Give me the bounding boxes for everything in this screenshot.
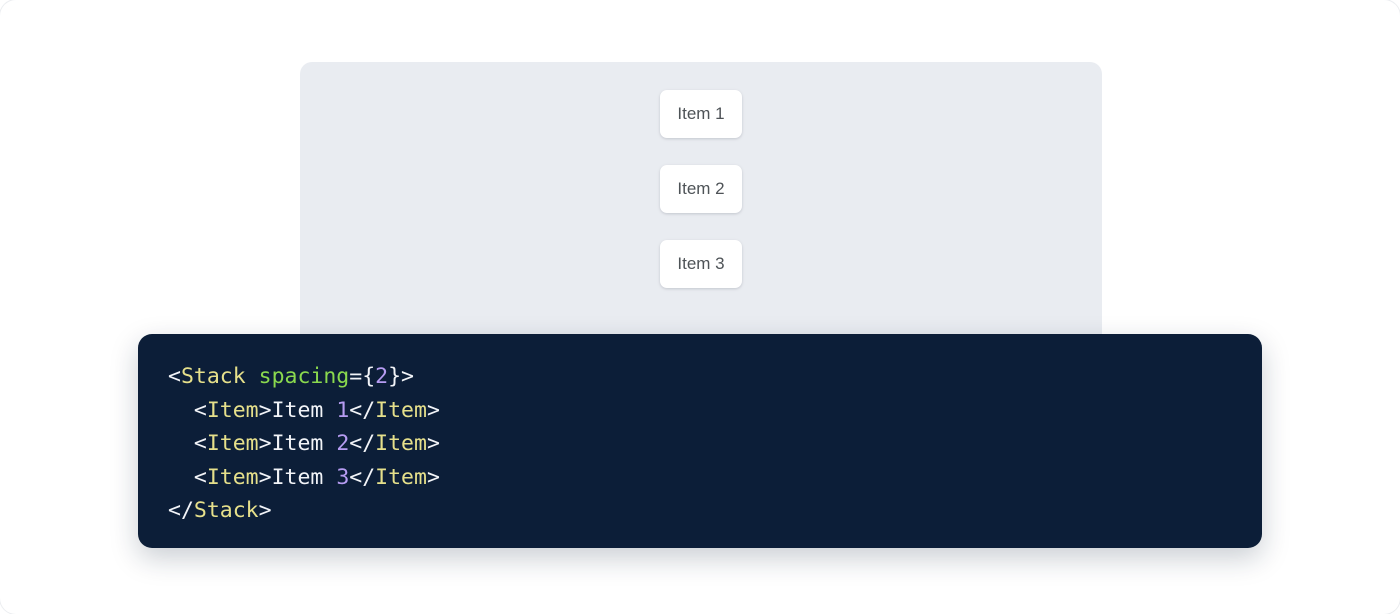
- stack-item-label: Item 2: [677, 179, 725, 198]
- code-token-num: 1: [336, 397, 350, 423]
- code-token-num: 3: [336, 464, 350, 490]
- code-token-tag: Item: [375, 431, 427, 457]
- code-token-attr: spacing: [258, 364, 350, 389]
- code-token-punct: [246, 364, 259, 389]
- code-token-tag: Item: [375, 464, 427, 490]
- code-indent: [168, 398, 194, 423]
- code-token-num: 2: [375, 364, 389, 389]
- code-token-punct: >: [426, 397, 440, 423]
- code-token-tag: Stack: [180, 364, 246, 389]
- code-token-punct: <: [193, 397, 207, 423]
- code-line: <Item>Item 2</Item>: [168, 431, 440, 456]
- code-token-text: Item: [271, 397, 337, 423]
- code-token-punct: <: [193, 431, 207, 457]
- code-line: <Stack spacing={2}>: [168, 364, 414, 389]
- code-token-punct: >: [426, 464, 440, 490]
- code-token-punct: }>: [388, 364, 414, 389]
- code-line: <Item>Item 3</Item>: [168, 465, 440, 490]
- code-line: <Item>Item 1</Item>: [168, 398, 440, 423]
- code-token-punct: </: [168, 498, 194, 524]
- code-token-punct: >: [258, 464, 272, 490]
- code-token-tag: Item: [206, 431, 259, 457]
- code-indent: [168, 465, 194, 490]
- code-token-tag: Item: [375, 397, 427, 423]
- code-token-punct: >: [258, 431, 272, 457]
- stack-container: Item 1 Item 2 Item 3: [660, 90, 742, 288]
- code-token-punct: <: [168, 364, 181, 389]
- code-token-punct: ={: [349, 364, 376, 389]
- stack-item[interactable]: Item 3: [660, 240, 742, 288]
- stack-item-label: Item 3: [677, 254, 725, 273]
- code-token-text: Item: [271, 431, 337, 457]
- code-indent: [168, 431, 194, 456]
- code-token-punct: >: [426, 431, 440, 457]
- code-token-punct: >: [258, 397, 272, 423]
- code-token-num: 2: [336, 431, 350, 457]
- stack-item-label: Item 1: [677, 104, 725, 123]
- code-token-punct: </: [349, 431, 376, 457]
- code-token-tag: Item: [206, 464, 259, 490]
- code-token-punct: >: [258, 498, 272, 524]
- code-line: </Stack>: [168, 498, 272, 523]
- stack-item[interactable]: Item 1: [660, 90, 742, 138]
- code-token-punct: </: [349, 464, 376, 490]
- code-content: <Stack spacing={2}> <Item>Item 1</Item> …: [168, 360, 1232, 528]
- code-token-punct: <: [193, 464, 207, 490]
- stack-preview-panel: Item 1 Item 2 Item 3: [300, 62, 1102, 362]
- code-token-tag: Item: [206, 397, 259, 423]
- code-token-text: Item: [271, 464, 337, 490]
- stack-item[interactable]: Item 2: [660, 165, 742, 213]
- code-token-punct: </: [349, 397, 376, 423]
- code-snippet-block[interactable]: <Stack spacing={2}> <Item>Item 1</Item> …: [138, 334, 1262, 548]
- code-token-tag: Stack: [193, 498, 259, 524]
